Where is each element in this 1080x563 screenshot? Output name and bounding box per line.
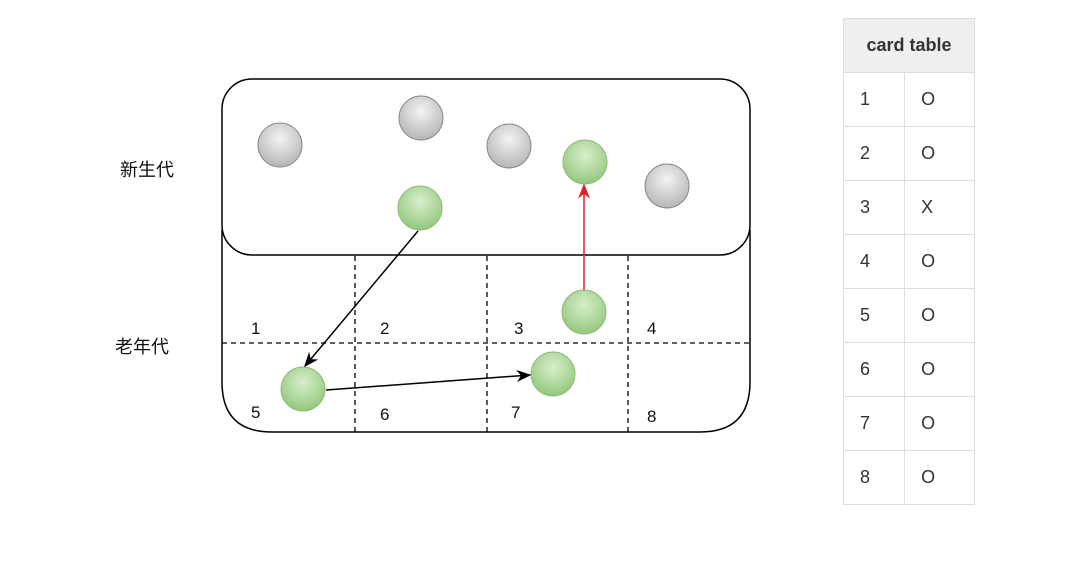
card-number: 6	[380, 405, 389, 424]
card-index: 8	[842, 450, 906, 505]
reference-arrow	[304, 230, 419, 368]
card-mark: O	[904, 396, 975, 451]
dead-object	[398, 95, 444, 141]
live-object	[530, 351, 576, 397]
dead-object	[257, 122, 303, 168]
live-object	[561, 289, 607, 335]
card-index: 5	[842, 288, 906, 343]
card-mark: O	[904, 234, 975, 289]
card-index: 1	[842, 72, 906, 127]
card-grid	[222, 256, 750, 432]
card-index: 4	[842, 234, 906, 289]
card-number: 4	[647, 319, 656, 338]
young-gen-label: 新生代	[120, 160, 174, 181]
dead-object	[644, 163, 690, 209]
card-number: 7	[511, 403, 520, 422]
card-mark: O	[904, 342, 975, 397]
card-mark: O	[904, 288, 975, 343]
dead-object	[486, 123, 532, 169]
card-index: 6	[842, 342, 906, 397]
card-index: 2	[842, 126, 906, 181]
card-mark: O	[904, 72, 975, 127]
live-object	[280, 366, 326, 412]
card-number: 8	[647, 407, 656, 426]
live-object	[397, 185, 443, 231]
card-number: 2	[380, 319, 389, 338]
card-table-header: card table	[843, 18, 975, 73]
card-number: 1	[251, 319, 260, 338]
old-gen-label: 老年代	[115, 337, 169, 358]
card-mark: O	[904, 450, 975, 505]
old-gen-region	[221, 230, 751, 433]
card-index: 7	[842, 396, 906, 451]
reference-arrow	[325, 370, 532, 391]
card-number: 3	[514, 319, 523, 338]
card-mark: X	[904, 180, 975, 235]
live-object	[562, 139, 608, 185]
young-gen-region	[221, 78, 751, 256]
card-index: 3	[842, 180, 906, 235]
card-number: 5	[251, 403, 260, 422]
card-mark: O	[904, 126, 975, 181]
